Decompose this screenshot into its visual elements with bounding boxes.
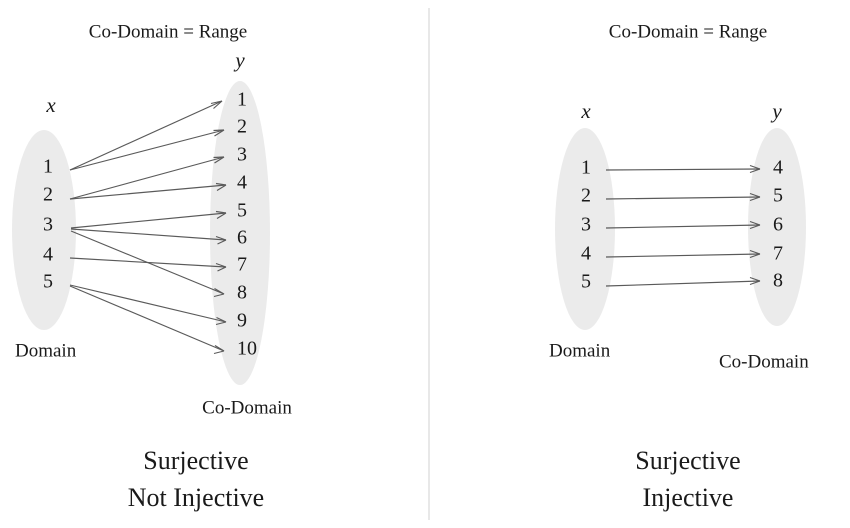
left-codomain-node-7[interactable]: 7 <box>237 254 247 276</box>
left-codomain-node-1[interactable]: 1 <box>237 89 247 111</box>
left-edge-5-to-9 <box>69 284 227 326</box>
left-codomain-bottom-label: Co-Domain <box>202 397 292 418</box>
right-domain-node-5[interactable]: 5 <box>581 271 591 293</box>
right-header-label: Co-Domain = Range <box>609 21 767 42</box>
right-codomain-node-4[interactable]: 4 <box>773 157 783 179</box>
right-caption-line-2: Injective <box>643 483 734 512</box>
left-codomain-node-3[interactable]: 3 <box>237 144 247 166</box>
left-edge-2-to-4 <box>69 182 227 200</box>
left-domain-var-label: x <box>45 93 56 117</box>
right-domain-node-2[interactable]: 2 <box>581 185 591 207</box>
left-edge-3-to-5 <box>70 210 227 229</box>
right-codomain-set: y 4 5 6 7 8 <box>748 99 806 326</box>
left-codomain-set: y 1 2 3 4 5 6 7 8 9 10 <box>210 48 270 385</box>
left-edge-1-to-1 <box>69 100 223 171</box>
panel-left: Co-Domain = Range x 1 2 3 4 5 y 1 2 3 4 … <box>12 21 292 512</box>
left-domain-node-3[interactable]: 3 <box>43 214 53 236</box>
right-domain-node-1[interactable]: 1 <box>581 157 591 179</box>
right-codomain-node-8[interactable]: 8 <box>773 270 783 292</box>
right-codomain-node-5[interactable]: 5 <box>773 185 783 207</box>
left-domain-node-4[interactable]: 4 <box>43 244 53 266</box>
left-codomain-node-4[interactable]: 4 <box>237 172 247 194</box>
left-edge-1-to-2 <box>69 129 225 171</box>
right-domain-node-3[interactable]: 3 <box>581 214 591 236</box>
left-codomain-node-8[interactable]: 8 <box>237 282 247 304</box>
left-header-label: Co-Domain = Range <box>89 21 247 42</box>
left-domain-node-5[interactable]: 5 <box>43 271 53 293</box>
left-codomain-ellipse <box>210 81 270 385</box>
left-edge-3-to-6 <box>70 228 227 245</box>
left-domain-node-2[interactable]: 2 <box>43 184 53 206</box>
left-codomain-node-10[interactable]: 10 <box>237 338 257 360</box>
right-caption-line-1: Surjective <box>635 446 740 475</box>
right-edge-1-to-4 <box>605 164 761 174</box>
left-edge-4-to-7 <box>69 257 227 272</box>
right-domain-bottom-label: Domain <box>549 340 611 361</box>
right-domain-var-label: x <box>580 99 591 123</box>
right-edge-2-to-5 <box>605 192 761 202</box>
right-edge-3-to-6 <box>605 220 761 230</box>
right-codomain-node-7[interactable]: 7 <box>773 243 783 265</box>
left-codomain-node-2[interactable]: 2 <box>237 116 247 138</box>
left-domain-bottom-label: Domain <box>15 340 77 361</box>
right-edge-5-to-8 <box>605 276 761 287</box>
right-domain-ellipse <box>555 128 615 330</box>
left-caption-line-2: Not Injective <box>128 483 264 512</box>
left-edge-2-to-3 <box>69 156 225 200</box>
left-edge-3-to-8 <box>70 230 225 298</box>
left-codomain-var-label: y <box>233 48 245 72</box>
panel-right: Co-Domain = Range x 1 2 3 4 5 y 4 5 6 7 … <box>549 21 809 512</box>
right-edge-4-to-7 <box>605 249 761 259</box>
right-domain-set: x 1 2 3 4 5 <box>555 99 615 330</box>
left-caption-line-1: Surjective <box>143 446 248 475</box>
right-domain-node-4[interactable]: 4 <box>581 243 591 265</box>
right-codomain-node-6[interactable]: 6 <box>773 214 783 236</box>
left-codomain-node-5[interactable]: 5 <box>237 200 247 222</box>
left-codomain-node-6[interactable]: 6 <box>237 227 247 249</box>
left-domain-node-1[interactable]: 1 <box>43 156 53 178</box>
left-domain-ellipse <box>12 130 76 330</box>
right-codomain-bottom-label: Co-Domain <box>719 351 809 372</box>
left-domain-set: x 1 2 3 4 5 <box>12 93 76 330</box>
right-codomain-ellipse <box>748 128 806 326</box>
left-edge-5-to-10 <box>69 285 225 355</box>
left-codomain-node-9[interactable]: 9 <box>237 310 247 332</box>
right-codomain-var-label: y <box>770 99 782 123</box>
